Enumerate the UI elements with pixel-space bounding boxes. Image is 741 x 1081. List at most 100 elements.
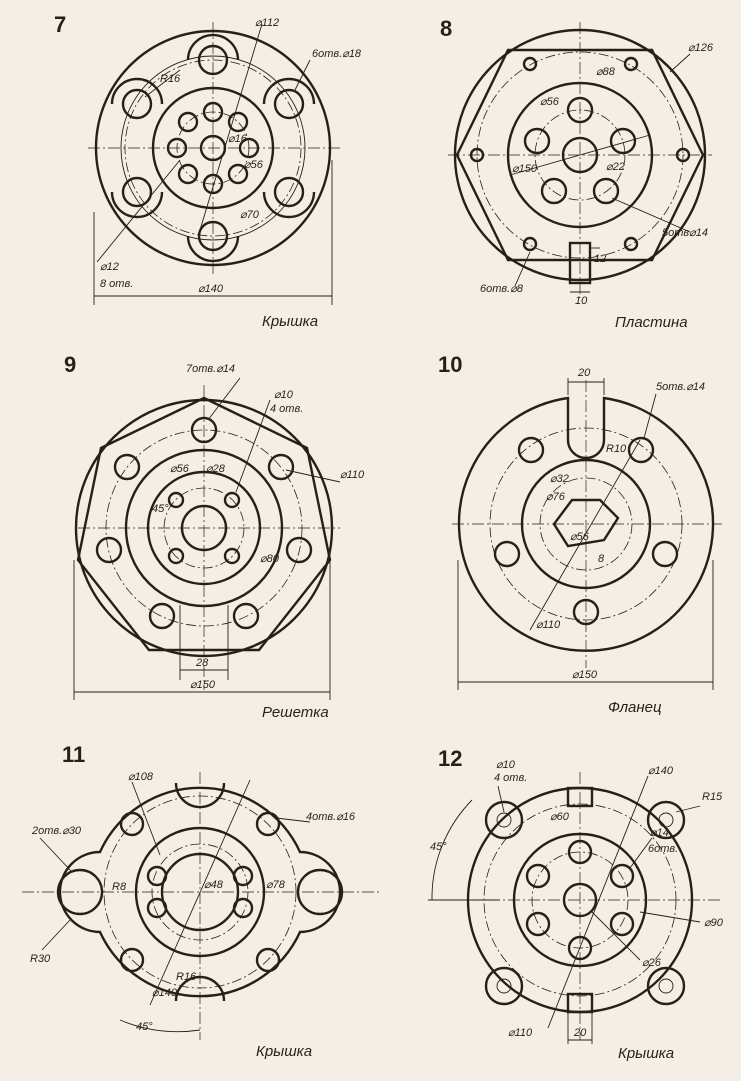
drawing-9-heptagon [76, 396, 332, 652]
drawing-7-label-2: R16 [160, 73, 181, 85]
drawing-11-label-6: R30 [30, 953, 51, 965]
drawing-8-hexagon-plate [455, 48, 705, 262]
drawing-12-label-11: 20 [573, 1027, 587, 1039]
drawing-8-holes-d8 [469, 56, 691, 252]
drawing-8-center-bore [561, 136, 599, 174]
drawing-11-caption: Крышка [256, 1043, 312, 1060]
drawing-11: 11 ⌀108 4отв.⌀16 2отв.⌀30 R8 ⌀ [22, 742, 382, 1060]
drawing-7-outer-contour [94, 29, 332, 267]
drawing-7-label-8: ⌀140 [198, 283, 224, 295]
drawing-11-edge-notches [174, 782, 226, 1002]
drawing-11-side-hole-left [56, 868, 104, 916]
drawing-10-label-8: ⌀150 [572, 669, 598, 681]
drawing-10-label-1: 5отв.⌀14 [656, 381, 705, 393]
drawing-12-holes-d14 [525, 839, 635, 961]
drawing-9-inner-bolt-circle [163, 487, 245, 569]
drawing-10-label-6: 8 [598, 553, 605, 565]
drawing-8: 8 ⌀126 ⌀88 ⌀56 ⌀150 ⌀ [440, 16, 714, 331]
drawing-9-leaders [73, 377, 341, 700]
drawing-7-label-7: 8 отв. [100, 278, 133, 290]
drawing-7-label-1: 6отв.⌀18 [312, 48, 362, 60]
drawing-8-label-4: ⌀22 [606, 161, 625, 173]
drawing-9-label-9: ⌀150 [190, 679, 216, 691]
drawing-7-leaders [93, 23, 333, 305]
drawing-11-label-0: ⌀108 [128, 771, 154, 783]
drawing-11-label-8: R16 [176, 971, 197, 983]
drawing-7-label-0: ⌀112 [255, 17, 279, 29]
drawing-12-hub [512, 832, 648, 968]
drawing-10-bolt-circle [489, 427, 683, 621]
drawing-10-caption: Фланец [608, 699, 662, 716]
drawing-8-label-6: 6отв.⌀8 [480, 283, 524, 295]
drawing-8-label-5: 5отв⌀14 [662, 227, 708, 239]
drawing-8-middle-circle [506, 81, 654, 229]
drawing-8-leaders [509, 53, 691, 293]
drawing-12-center-bore [562, 882, 598, 918]
drawing-9-holes-d10 [167, 491, 241, 565]
drawing-10-number: 10 [438, 352, 462, 377]
drawing-11-label-4: ⌀48 [204, 879, 224, 891]
drawing-12-label-8: ⌀90 [704, 917, 724, 929]
drawing-11-label-3: R8 [112, 881, 127, 893]
drawing-12-label-3: R15 [702, 791, 723, 803]
drawing-10-inner-circle [539, 477, 633, 571]
drawing-11-number: 11 [62, 742, 85, 767]
drawing-7-label-3: ⌀16 [228, 133, 248, 145]
drawing-9-label-7: ⌀80 [260, 553, 280, 565]
drawing-8-bottom-slot [568, 241, 592, 285]
drawing-7-number: 7 [54, 12, 66, 37]
drawing-8-bolt-circle [476, 51, 684, 259]
drawing-10-hub [520, 458, 652, 590]
drawing-11-bolt-circle [103, 795, 297, 989]
drawing-9-label-2: 4 отв. [270, 403, 303, 415]
drawing-10-label-2: R10 [606, 443, 627, 455]
drawing-10-label-3: ⌀32 [550, 473, 569, 485]
drawing-10-label-5: ⌀56 [570, 531, 590, 543]
drawing-8-label-3: ⌀150 [512, 163, 538, 175]
drawing-8-number: 8 [440, 16, 452, 41]
drawing-8-caption: Пластина [615, 314, 688, 331]
drawing-9-label-0: 7отв.⌀14 [186, 363, 235, 375]
drawing-7-label-6: ⌀12 [100, 261, 119, 273]
drawing-9-caption: Решетка [262, 704, 329, 721]
drawing-12-ears [484, 800, 686, 1006]
drawing-9-label-1: ⌀10 [274, 389, 294, 401]
drawing-10: 10 20 5отв.⌀14 R10 ⌀32 ⌀76 ⌀56 8 ⌀11 [438, 352, 722, 716]
drawing-11-inner-circle [151, 843, 249, 941]
drawing-11-holes-d16 [119, 811, 281, 973]
drawing-7-inner-ring [120, 55, 306, 241]
drawing-11-lobes [146, 865, 254, 919]
drawing-11-label-2: 2отв.⌀30 [31, 825, 82, 837]
drawing-10-outer-contour [457, 396, 715, 652]
drawing-11-label-7: ⌀140 [152, 987, 178, 999]
drawing-10-label-7: ⌀110 [536, 619, 561, 631]
drawing-12-label-0: ⌀10 [496, 759, 516, 771]
drawing-9-label-4: ⌀28 [206, 463, 226, 475]
drawing-10-holes [493, 436, 679, 626]
drawing-9-number: 9 [64, 352, 76, 377]
drawing-7-hub [151, 86, 275, 210]
drawing-11-center-bore [160, 852, 240, 932]
drawing-12-label-10: ⌀110 [508, 1027, 533, 1039]
drawing-9-label-6: ⌀110 [340, 469, 365, 481]
drawing-12-leaders [428, 775, 701, 1044]
drawing-9-holes-d14 [95, 416, 313, 630]
drawing-8-holes-d14 [523, 96, 637, 205]
drawing-7: 7 ⌀112 6отв.⌀18 [54, 12, 362, 330]
drawing-9-label-8: 28 [195, 657, 209, 669]
drawing-7-caption: Крышка [262, 313, 318, 330]
drawing-8-label-0: ⌀126 [688, 42, 714, 54]
drawing-8-label-7: 12 [594, 253, 606, 265]
drawing-7-label-4: ⌀56 [244, 159, 264, 171]
drawing-9-middle-circle [124, 448, 284, 608]
drawing-11-label-5: ⌀78 [266, 879, 286, 891]
drawing-7-small-holes [166, 101, 260, 195]
drawing-10-center-cutout [552, 498, 620, 548]
drawing-12: 12 [428, 746, 724, 1062]
drawing-11-label-1: 4отв.⌀16 [306, 811, 356, 823]
drawing-12-top-slot [566, 786, 594, 808]
drawing-8-label-8: 10 [575, 295, 588, 307]
drawing-8-outer-contour [453, 28, 707, 282]
drawing-8-inner-bolt-circle [534, 109, 626, 201]
drawing-11-label-9: 45° [136, 1021, 153, 1033]
